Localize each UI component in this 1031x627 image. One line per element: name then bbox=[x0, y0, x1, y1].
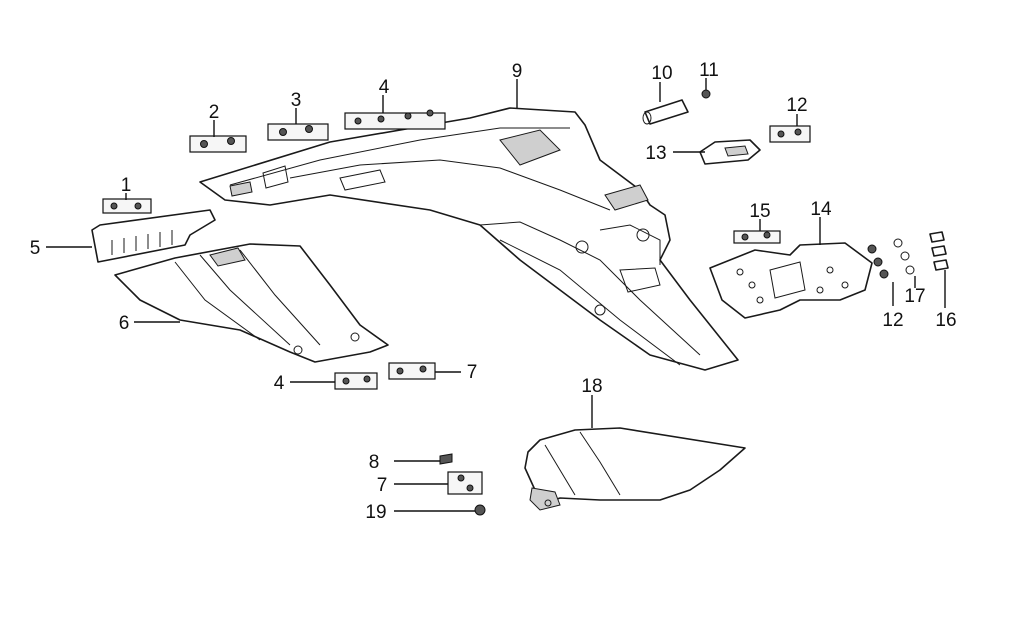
callout-12-top: 12 bbox=[786, 95, 807, 116]
fastener-box-7-top bbox=[388, 362, 436, 380]
part-6-lower-cover bbox=[114, 243, 389, 363]
callout-15: 15 bbox=[749, 201, 770, 222]
callout-17: 17 bbox=[904, 286, 925, 307]
fastener-box-15 bbox=[733, 230, 781, 244]
callout-10: 10 bbox=[651, 63, 672, 84]
callout-7-top: 7 bbox=[467, 362, 478, 383]
callout-3: 3 bbox=[291, 90, 302, 111]
fastener-box-4-top bbox=[344, 109, 446, 130]
callout-6: 6 bbox=[119, 313, 130, 334]
callout-5: 5 bbox=[30, 238, 41, 259]
callout-8: 8 bbox=[369, 452, 380, 473]
callout-7-bottom: 7 bbox=[377, 475, 388, 496]
part-13-reflector-block bbox=[699, 139, 761, 165]
fastener-box-1 bbox=[102, 198, 152, 214]
callout-1: 1 bbox=[121, 175, 132, 196]
part-19-nut bbox=[474, 504, 486, 516]
leader-lines bbox=[46, 78, 946, 512]
part-14-plate-bracket bbox=[709, 242, 873, 319]
part-5-bracket-panel bbox=[91, 209, 216, 263]
callout-14: 14 bbox=[810, 199, 832, 220]
callout-16: 16 bbox=[935, 310, 956, 331]
part-18-cover bbox=[524, 427, 746, 511]
callout-4-top: 4 bbox=[379, 77, 390, 98]
fastener-box-3 bbox=[267, 123, 329, 141]
callout-9: 9 bbox=[512, 61, 523, 82]
part-17-washers bbox=[893, 238, 915, 275]
callout-19: 19 bbox=[365, 502, 386, 523]
part-12-nuts-stack bbox=[867, 244, 889, 279]
part-10-rubber-tube bbox=[642, 99, 689, 125]
part-9-rear-fender bbox=[199, 107, 739, 371]
callout-4-bottom: 4 bbox=[274, 373, 285, 394]
callout-2: 2 bbox=[209, 102, 220, 123]
callout-13: 13 bbox=[645, 143, 666, 164]
callout-12-bottom: 12 bbox=[882, 310, 903, 331]
fastener-box-4-bottom bbox=[334, 372, 378, 390]
callout-18: 18 bbox=[581, 376, 602, 397]
callout-11: 11 bbox=[699, 60, 719, 81]
fastener-box-12-top bbox=[769, 125, 811, 143]
part-11-nut bbox=[701, 89, 711, 99]
part-8-screw bbox=[439, 453, 453, 465]
part-16-clips bbox=[929, 231, 949, 271]
fastener-box-7-bottom bbox=[447, 471, 483, 495]
fastener-box-2 bbox=[189, 135, 247, 153]
